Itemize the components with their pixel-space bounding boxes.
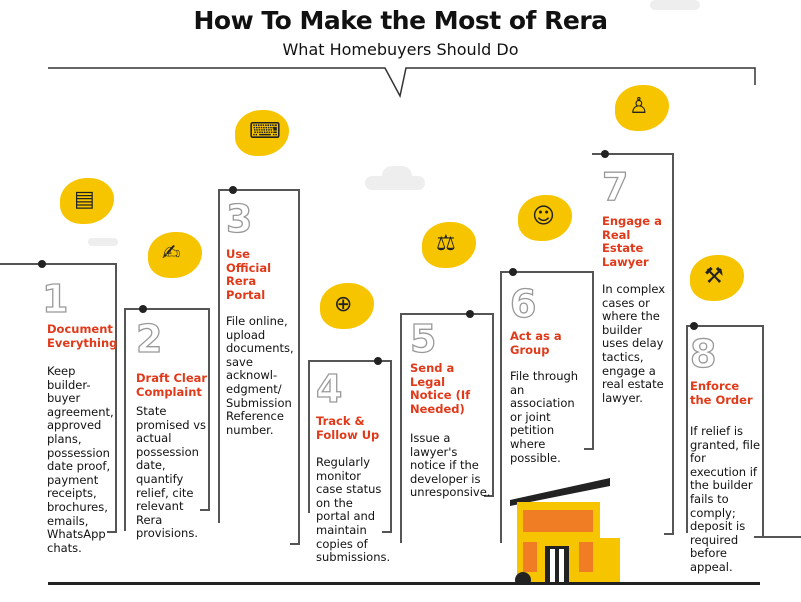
step-dot [374, 357, 382, 365]
page-subtitle: What Homebuyers Should Do [282, 40, 519, 59]
step-dot [466, 310, 474, 318]
step-bottom-tick [484, 495, 494, 497]
step-icon-blob [518, 195, 572, 241]
step-icon-blob [320, 283, 374, 329]
step-icon-blob [235, 110, 289, 156]
cloud [650, 0, 700, 10]
step-text: State promised vs actual possession date… [136, 404, 207, 541]
step-bottom-tick [754, 536, 764, 538]
step-text: Issue a lawyer's notice if the developer… [410, 431, 491, 500]
writing-complaint-icon: ✍ [162, 241, 181, 266]
step-title: Track & Follow Up [316, 414, 380, 442]
step-icon-blob [615, 85, 669, 131]
step-bottom-tick [200, 509, 210, 511]
step-title: Draft Clear Complaint [136, 371, 208, 399]
step-bottom-tick [107, 531, 117, 533]
step-number: 8 [689, 332, 717, 376]
step-top-line [592, 153, 672, 155]
step-title: Use Official Rera Portal [226, 247, 272, 302]
documents-icon: ▤ [74, 187, 95, 212]
step-right-line [115, 263, 117, 531]
step-title: Document Everything [47, 322, 118, 350]
step-number: 3 [225, 197, 253, 241]
house-illustration [510, 478, 620, 585]
step-top-line [218, 189, 298, 191]
step-title: Act as a Group [510, 329, 562, 357]
step-left-line [400, 313, 402, 543]
step-dot [139, 305, 147, 313]
online-portal-icon: ⌨ [249, 119, 281, 144]
step-icon-blob [690, 255, 744, 301]
step-left-line [500, 271, 502, 543]
ground-line [48, 582, 760, 585]
step-bottom-tick [382, 531, 392, 533]
step-number: 1 [41, 277, 69, 321]
step-text: Keep builder-buyer agreement, approved p… [47, 364, 114, 555]
legal-notice-icon: ⚖ [436, 231, 456, 256]
group-icon: ☺ [532, 204, 555, 229]
step-title: Engage a Real Estate Lawyer [602, 214, 662, 269]
step-right-line [492, 313, 494, 495]
step-icon-blob [422, 222, 476, 268]
step-text: File through an association or joint pet… [510, 369, 579, 465]
step-right-line [592, 271, 594, 448]
step-right-line [208, 308, 210, 509]
gavel-icon: ⚒ [704, 264, 724, 289]
step-left-line [124, 308, 126, 531]
lawyer-icon: ♙ [629, 94, 649, 119]
step-left-line [218, 189, 220, 523]
cloud [382, 166, 412, 186]
step-bottom-tick [664, 533, 674, 535]
step-top-line [124, 308, 208, 310]
step-title: Enforce the Order [690, 379, 753, 407]
step-text: Regularly monitor case status on the por… [316, 455, 391, 565]
step-top-line [308, 360, 390, 362]
step-number: 4 [315, 367, 343, 411]
step-title: Send a Legal Notice (If Needed) [410, 361, 471, 416]
step-top-line [500, 271, 592, 273]
step-dot [601, 150, 609, 158]
step-top-line [686, 325, 762, 327]
monitor-search-icon: ⊕ [334, 292, 353, 317]
step-right-line [762, 325, 764, 536]
step-number: 2 [135, 317, 163, 361]
step-icon-blob [148, 232, 202, 278]
step-dot [38, 260, 46, 268]
step-right-line [390, 360, 392, 531]
step-right-line [298, 189, 300, 543]
step-right-line [672, 153, 674, 533]
step-text: In complex cases or where the builder us… [602, 282, 666, 405]
step-top-line [0, 263, 115, 265]
header-speech-line [48, 67, 756, 99]
step-dot [229, 186, 237, 194]
step-dot [509, 268, 517, 276]
step-tail-line [762, 536, 801, 538]
step-icon-blob [60, 178, 114, 224]
page-title: How To Make the Most of Rera [193, 6, 608, 35]
step-dot [690, 322, 698, 330]
step-left-line [308, 360, 310, 513]
step-text: If relief is granted, file for execution… [690, 424, 761, 574]
step-text: File online, upload documents, save ackn… [226, 314, 294, 437]
step-bottom-tick [290, 543, 300, 545]
cloud [88, 238, 118, 246]
step-number: 7 [601, 165, 629, 209]
step-number: 5 [409, 317, 437, 361]
step-number: 6 [509, 282, 537, 326]
step-left-line [686, 325, 688, 533]
step-top-line [400, 313, 492, 315]
step-bottom-tick [584, 448, 594, 450]
